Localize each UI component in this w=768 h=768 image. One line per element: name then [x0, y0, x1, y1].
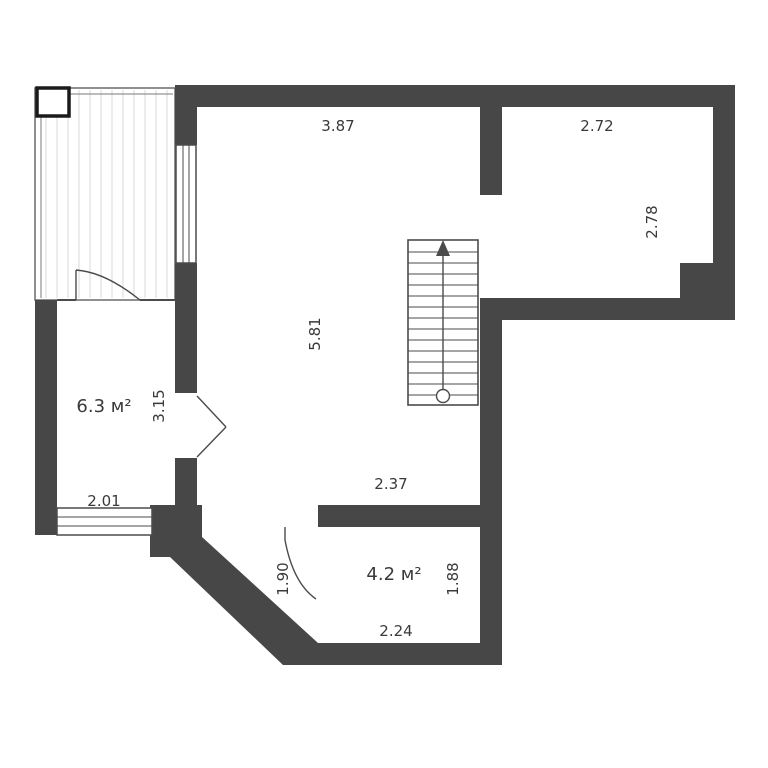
wall-left-mid [175, 263, 197, 393]
balcony-outline [34, 87, 176, 301]
window-room63-glazing [57, 516, 152, 527]
room-labels: 6.3 м² 4.2 м² [76, 396, 421, 585]
dim-hall-bottom-width: 2.37 [374, 475, 407, 493]
staircase [407, 239, 479, 406]
window-room63-bottom [56, 507, 153, 536]
room42-area-label: 4.2 м² [366, 564, 421, 585]
wall-diagonal [170, 537, 318, 665]
walls [35, 85, 735, 665]
wall-right-step [680, 263, 735, 320]
window-hall-left [175, 144, 197, 264]
dim-room63-width: 2.01 [87, 492, 120, 510]
wall-room42-top [318, 505, 480, 527]
stair-start-marker [435, 388, 451, 404]
dim-room42-width: 2.24 [379, 622, 412, 640]
door-room63-hall [196, 395, 227, 458]
windows [56, 144, 197, 536]
wall-right-upper [713, 107, 735, 270]
balcony [34, 87, 176, 301]
wall-partition-top-rooms [480, 107, 502, 195]
room63-area-label: 6.3 м² [76, 396, 131, 417]
dim-hall-height: 5.81 [306, 317, 324, 350]
wall-top [175, 85, 735, 107]
balcony-hatch-lines [45, 90, 168, 298]
dim-room42-door-side: 1.90 [274, 562, 292, 595]
balcony-glazing-lines [40, 90, 173, 298]
wall-right-room-bottom [502, 298, 680, 320]
door-balcony-room63 [75, 269, 141, 301]
stair-up-arrow-icon [436, 240, 450, 256]
dim-top-right-width: 2.72 [580, 117, 613, 135]
dim-right-room-height: 2.78 [643, 205, 661, 238]
wall-hall-right-lower [480, 298, 502, 665]
dim-top-left-width: 3.87 [321, 117, 354, 135]
wall-left-lower [175, 458, 197, 510]
dimension-labels: 3.87 2.72 2.78 5.81 3.15 2.01 2.37 1.90 … [87, 117, 661, 640]
doors [75, 269, 317, 600]
dim-room42-height: 1.88 [444, 562, 462, 595]
dim-room63-wall-length: 3.15 [150, 389, 168, 422]
window-hall-left-glazing [182, 145, 190, 263]
wall-room42-bottom [312, 643, 480, 665]
door-room42 [284, 527, 317, 600]
wall-left-upper [175, 107, 197, 145]
shaft-box [35, 86, 71, 118]
wall-room63-left [35, 300, 57, 535]
